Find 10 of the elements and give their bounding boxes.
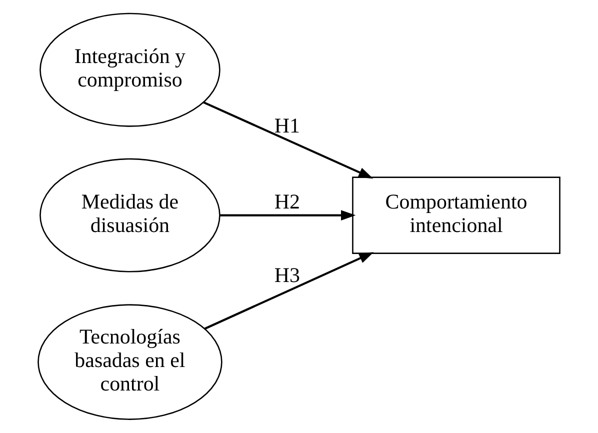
arrow (220, 210, 356, 220)
node-ellipse: Tecnologías basadas en el control (38, 304, 222, 420)
edge-label: H1 (274, 113, 300, 138)
arrow (203, 101, 374, 179)
edge-label: H2 (274, 189, 300, 214)
arrow (204, 252, 374, 330)
node-ellipse: Integración y compromiso (40, 12, 220, 127)
edge-label: H3 (274, 262, 300, 287)
node-ellipse: Medidas de disuasión (40, 158, 220, 272)
node-box: Comportamiento intencional (352, 176, 560, 254)
